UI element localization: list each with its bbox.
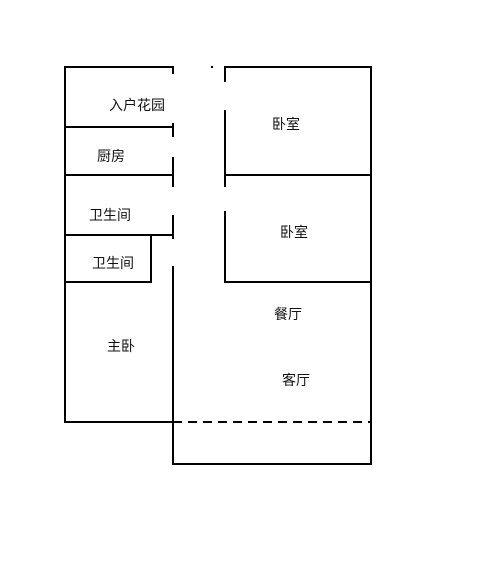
room-label-bedroom-2: 卧室 <box>280 224 308 241</box>
room-label-master-bedroom: 主卧 <box>107 339 135 355</box>
room-label-living-room: 客厅 <box>282 372 310 389</box>
room-label-kitchen: 厨房 <box>97 149 125 165</box>
room-label-bedroom-1: 卧室 <box>272 116 300 133</box>
room-label-dining-room: 餐厅 <box>274 307 302 323</box>
room-label-bathroom-2: 卫生间 <box>92 256 134 272</box>
room-label-bathroom-1: 卫生间 <box>89 208 131 224</box>
room-label-entrance-garden: 入户花园 <box>109 97 165 114</box>
